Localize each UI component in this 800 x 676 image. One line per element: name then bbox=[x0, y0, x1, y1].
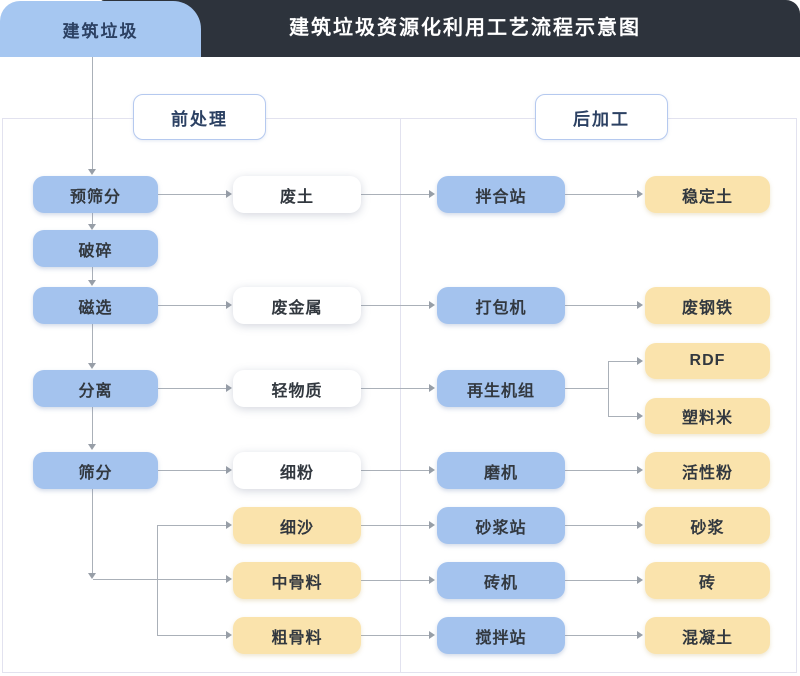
section-header-pre-processing: 前处理 bbox=[133, 94, 266, 140]
connector-line bbox=[361, 525, 429, 526]
connector-line bbox=[92, 324, 93, 363]
arrowhead-right-icon bbox=[429, 576, 435, 584]
node-fine-sand: 细沙 bbox=[233, 507, 361, 544]
arrowhead-right-icon bbox=[226, 384, 232, 392]
connector-line bbox=[361, 580, 429, 581]
node-fine-powder: 细粉 bbox=[233, 452, 361, 489]
node-mortar-plant: 砂浆站 bbox=[437, 507, 565, 544]
connector-line bbox=[565, 635, 637, 636]
connector-line bbox=[92, 57, 93, 169]
connector-line bbox=[92, 267, 93, 280]
arrowhead-right-icon bbox=[226, 631, 232, 639]
node-pre-screening: 预筛分 bbox=[33, 176, 158, 213]
node-rdf: RDF bbox=[645, 343, 770, 379]
title-bar bbox=[100, 0, 800, 57]
arrowhead-right-icon bbox=[637, 576, 643, 584]
arrowhead-down-icon bbox=[88, 363, 96, 369]
arrowhead-right-icon bbox=[429, 466, 435, 474]
node-light-material: 轻物质 bbox=[233, 370, 361, 407]
connector-line bbox=[93, 579, 226, 580]
connector-line bbox=[565, 525, 637, 526]
connector-line bbox=[608, 361, 609, 417]
connector-line bbox=[565, 388, 608, 389]
node-separation: 分离 bbox=[33, 370, 158, 407]
arrowhead-right-icon bbox=[637, 301, 643, 309]
connector-line bbox=[92, 407, 93, 444]
connector-line bbox=[158, 470, 226, 471]
arrowhead-right-icon bbox=[429, 384, 435, 392]
connector-line bbox=[361, 388, 429, 389]
section-divider bbox=[400, 119, 401, 672]
connector-line bbox=[565, 470, 637, 471]
node-brick: 砖 bbox=[645, 562, 770, 599]
node-mixing-plant: 拌合站 bbox=[437, 176, 565, 213]
connector-line bbox=[158, 305, 226, 306]
arrowhead-right-icon bbox=[637, 412, 643, 420]
node-screening: 筛分 bbox=[33, 452, 158, 489]
node-crushing: 破碎 bbox=[33, 230, 158, 267]
node-concrete-mixing-plant: 搅拌站 bbox=[437, 617, 565, 654]
node-mortar: 砂浆 bbox=[645, 507, 770, 544]
page-title: 建筑垃圾资源化利用工艺流程示意图 bbox=[289, 17, 641, 39]
node-concrete: 混凝土 bbox=[645, 617, 770, 654]
node-scrap-steel: 废钢铁 bbox=[645, 287, 770, 324]
connector-line bbox=[158, 194, 226, 195]
connector-line bbox=[608, 361, 637, 362]
node-medium-aggregate: 中骨料 bbox=[233, 562, 361, 599]
node-magnetic-separation: 磁选 bbox=[33, 287, 158, 324]
node-regeneration-unit: 再生机组 bbox=[437, 370, 565, 407]
arrowhead-down-icon bbox=[88, 280, 96, 286]
connector-line bbox=[92, 213, 93, 224]
arrowhead-right-icon bbox=[637, 631, 643, 639]
arrowhead-right-icon bbox=[429, 631, 435, 639]
connector-line bbox=[565, 580, 637, 581]
arrowhead-right-icon bbox=[226, 190, 232, 198]
node-active-powder: 活性粉 bbox=[645, 452, 770, 489]
connector-line bbox=[361, 305, 429, 306]
connector-line bbox=[157, 525, 226, 526]
connector-line bbox=[157, 635, 226, 636]
node-brick-machine: 砖机 bbox=[437, 562, 565, 599]
section-header-post-processing: 后加工 bbox=[535, 94, 668, 140]
arrowhead-right-icon bbox=[226, 575, 232, 583]
connector-line bbox=[565, 194, 637, 195]
node-waste-metal: 废金属 bbox=[233, 287, 361, 324]
node-plastic-pellets: 塑料米 bbox=[645, 398, 770, 434]
arrowhead-down-icon bbox=[88, 573, 96, 579]
connector-line bbox=[92, 489, 93, 573]
arrowhead-down-icon bbox=[88, 224, 96, 230]
diagram-panel bbox=[2, 118, 797, 673]
connector-line bbox=[361, 194, 429, 195]
connector-line bbox=[608, 416, 637, 417]
arrowhead-right-icon bbox=[637, 521, 643, 529]
arrowhead-right-icon bbox=[429, 190, 435, 198]
node-baler: 打包机 bbox=[437, 287, 565, 324]
arrowhead-right-icon bbox=[226, 466, 232, 474]
tab-construction-waste[interactable]: 建筑垃圾 bbox=[0, 1, 201, 57]
arrowhead-right-icon bbox=[429, 521, 435, 529]
connector-line bbox=[158, 388, 226, 389]
arrowhead-right-icon bbox=[429, 301, 435, 309]
node-waste-soil: 废土 bbox=[233, 176, 361, 213]
node-stabilized-soil: 稳定土 bbox=[645, 176, 770, 213]
connector-line bbox=[565, 305, 637, 306]
node-mill: 磨机 bbox=[437, 452, 565, 489]
arrowhead-right-icon bbox=[226, 521, 232, 529]
connector-line bbox=[361, 470, 429, 471]
connector-line bbox=[157, 525, 158, 635]
node-coarse-aggregate: 粗骨料 bbox=[233, 617, 361, 654]
arrowhead-down-icon bbox=[88, 444, 96, 450]
arrowhead-right-icon bbox=[637, 357, 643, 365]
arrowhead-right-icon bbox=[637, 466, 643, 474]
arrowhead-right-icon bbox=[637, 190, 643, 198]
arrowhead-down-icon bbox=[88, 169, 96, 175]
connector-line bbox=[361, 635, 429, 636]
arrowhead-right-icon bbox=[226, 301, 232, 309]
